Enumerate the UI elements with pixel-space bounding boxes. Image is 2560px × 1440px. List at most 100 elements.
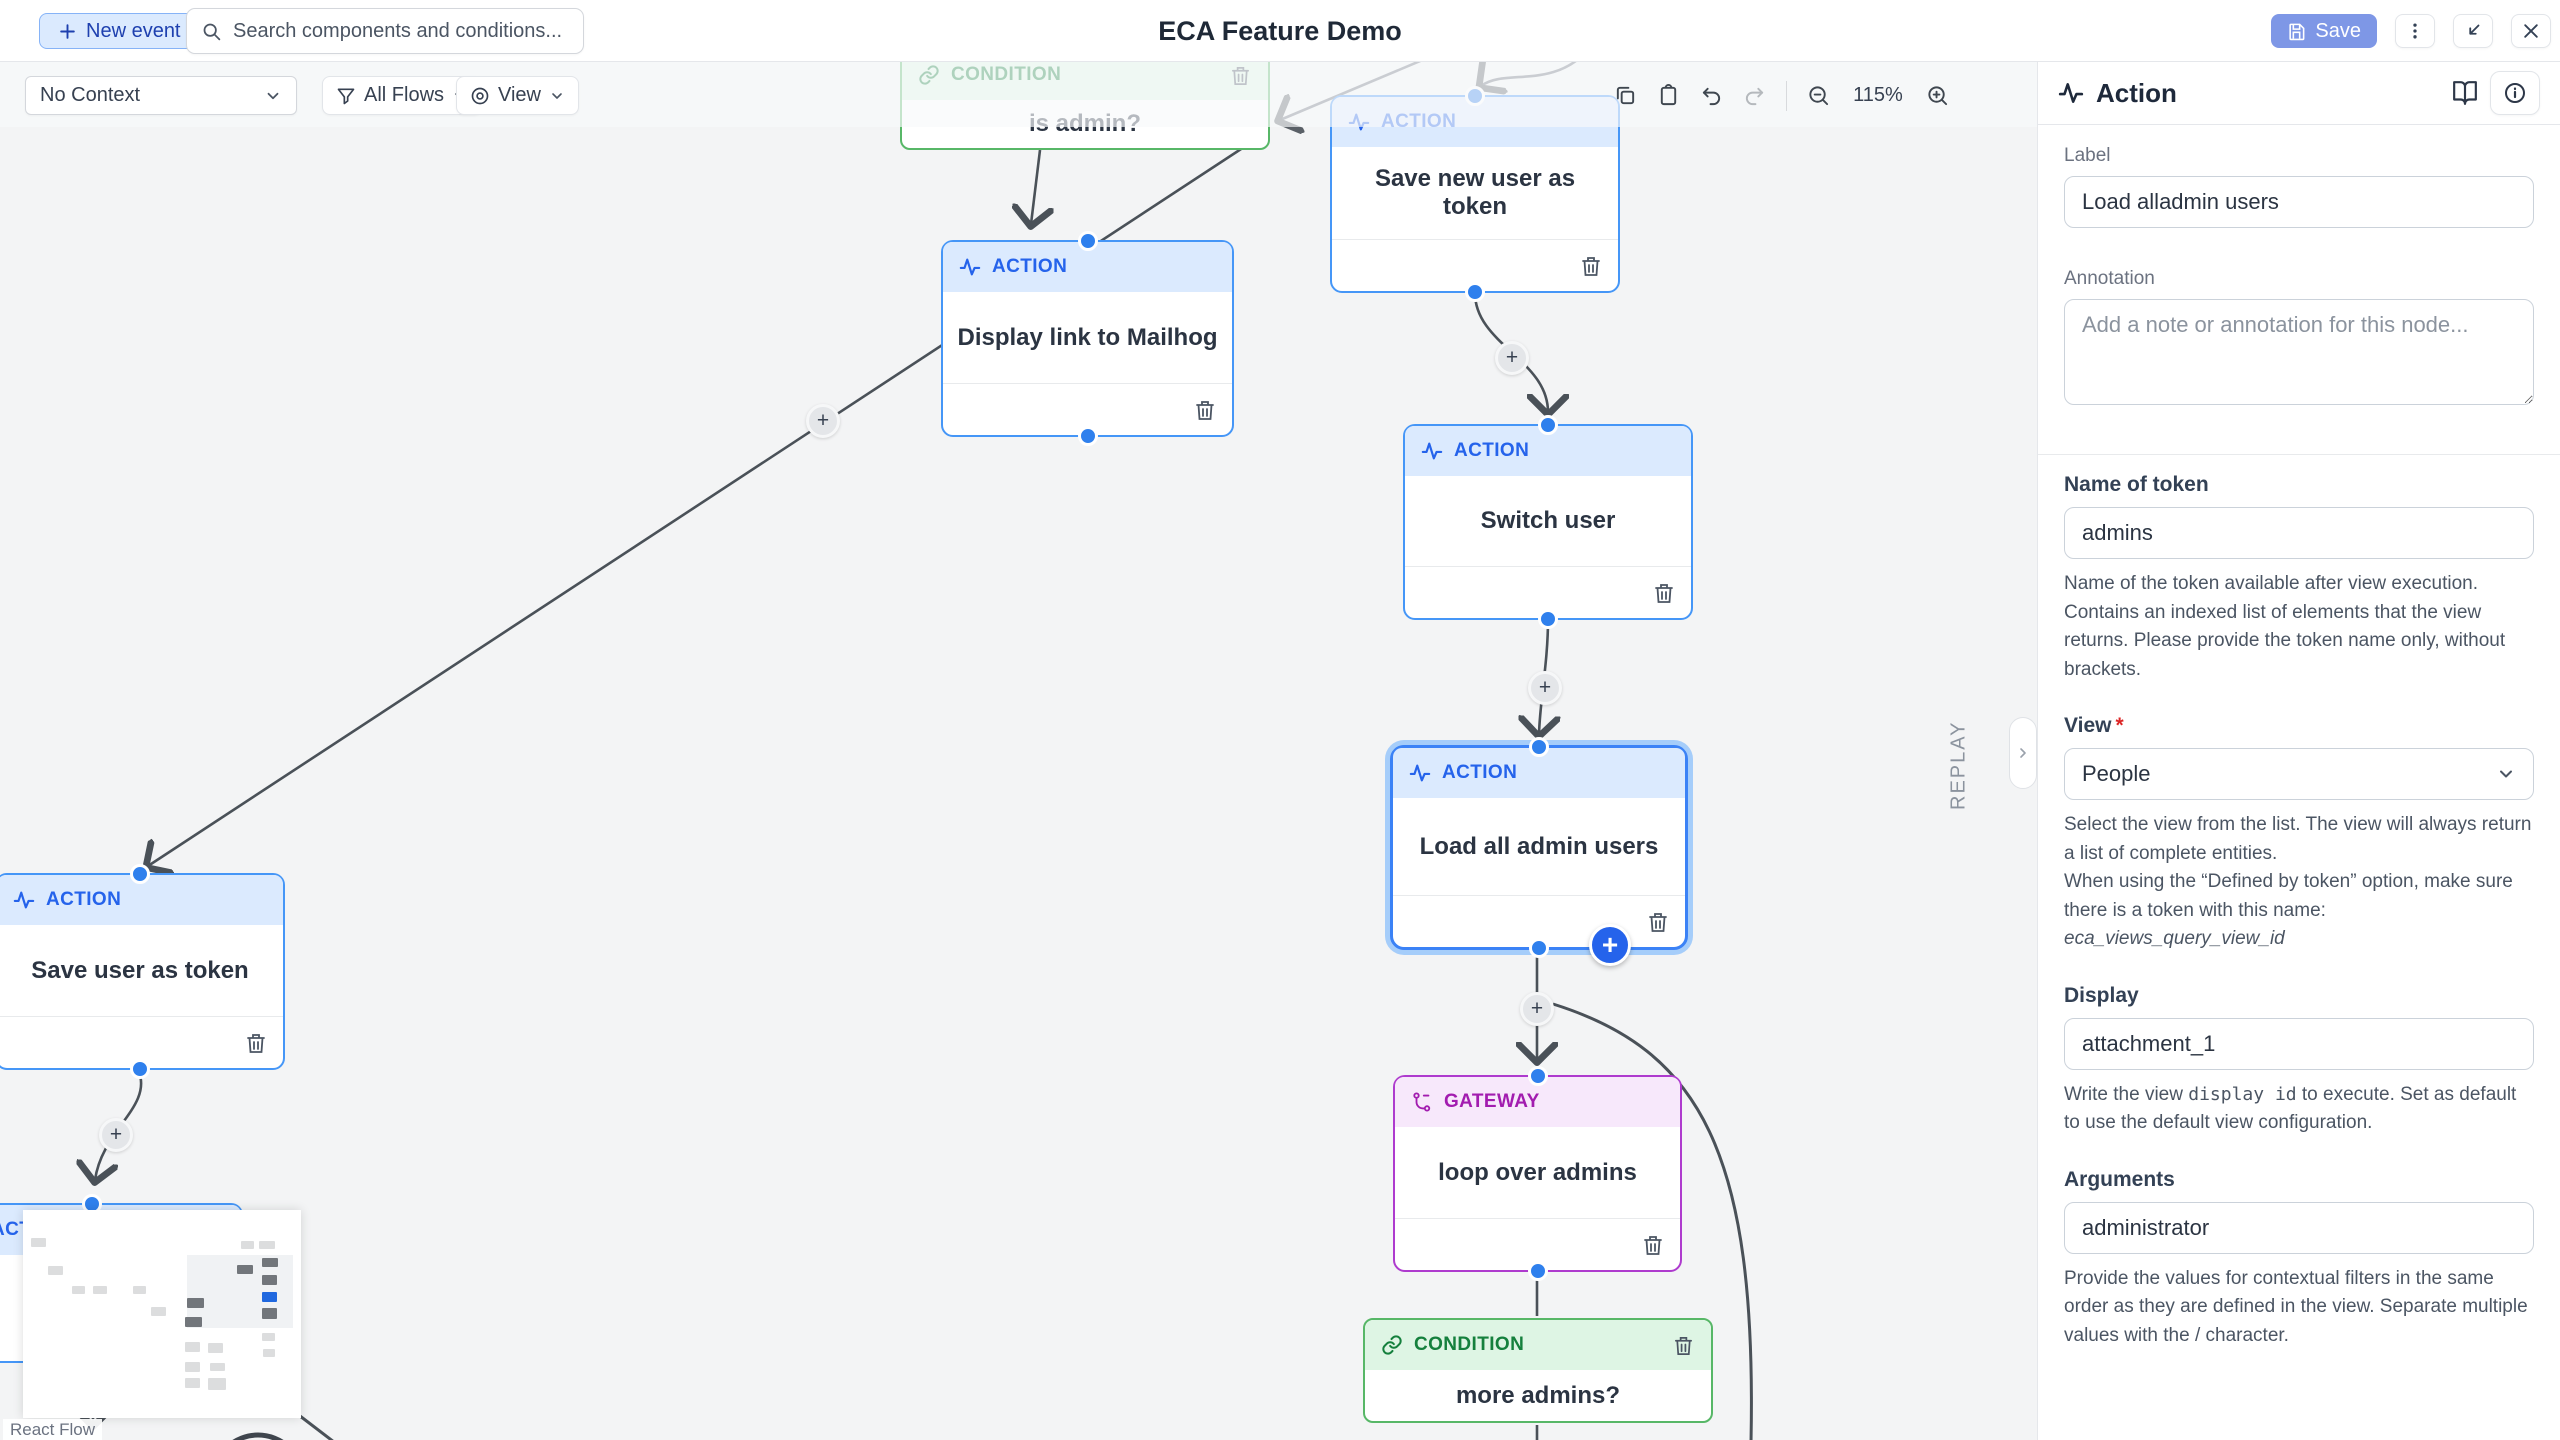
node-handle[interactable] <box>1527 1066 1548 1086</box>
add-connected-node-button[interactable]: + <box>1589 924 1631 966</box>
view-menu-button[interactable]: View <box>456 76 579 115</box>
documentation-button[interactable] <box>2452 80 2478 106</box>
node-handle[interactable] <box>1538 415 1558 435</box>
chevron-down-icon <box>267 92 279 99</box>
undo-icon <box>1702 87 1721 106</box>
token-input[interactable] <box>2064 507 2534 559</box>
trash-icon <box>1649 912 1667 932</box>
node-handle[interactable] <box>1529 737 1549 757</box>
token-help-text: Name of the token available after view e… <box>2064 573 2506 680</box>
paste-button[interactable] <box>1657 84 1680 107</box>
info-button[interactable] <box>2490 71 2540 115</box>
minimap-node <box>151 1307 166 1316</box>
new-event-button[interactable]: New event <box>39 13 200 49</box>
save-label: Save <box>2315 19 2361 42</box>
arguments-input[interactable] <box>2064 1201 2534 1254</box>
node-load-all-admin-users[interactable]: ACTION Load all admin users <box>1390 737 1688 958</box>
add-node-on-edge-button[interactable]: + <box>806 404 840 438</box>
label-field-group: Label <box>2064 145 2534 228</box>
link-icon <box>1382 1335 1402 1355</box>
view-select[interactable]: People <box>2064 748 2534 800</box>
node-more-admins[interactable]: CONDITION more admins? <box>1363 1318 1713 1423</box>
minimap-node <box>262 1333 275 1341</box>
node-handle[interactable] <box>1077 231 1098 251</box>
add-node-on-edge-button[interactable]: + <box>1520 992 1554 1026</box>
node-handle[interactable] <box>1077 426 1098 446</box>
context-select[interactable]: No Context <box>25 76 297 115</box>
panel-collapse-handle[interactable] <box>2009 717 2037 789</box>
app-header: New event ECA Feature Demo Save <box>0 0 2560 62</box>
more-options-button[interactable] <box>2395 14 2435 48</box>
delete-node-button[interactable] <box>1672 1334 1695 1357</box>
delete-node-button[interactable] <box>1579 254 1603 278</box>
copy-button[interactable] <box>1614 84 1637 107</box>
display-input[interactable] <box>2064 1017 2534 1070</box>
close-button[interactable] <box>2511 14 2551 48</box>
node-handle[interactable] <box>1538 609 1558 629</box>
node-handle[interactable] <box>130 864 150 884</box>
flows-filter-label: All Flows <box>364 84 445 106</box>
node-handle[interactable] <box>1527 1261 1548 1281</box>
display-help-text: Write the view display id to execute. Se… <box>2064 1083 2517 1134</box>
zoom-level: 115% <box>1853 84 1903 106</box>
kebab-icon <box>2413 23 2417 39</box>
zoom-out-button[interactable] <box>1807 84 1830 107</box>
event-node-partial <box>232 1432 284 1440</box>
edge <box>1552 1002 1753 1440</box>
node-handle[interactable] <box>130 1059 150 1079</box>
minimap-node <box>185 1342 200 1352</box>
trash-icon <box>1655 583 1673 603</box>
minimap-node <box>262 1308 277 1319</box>
section-divider <box>2038 454 2560 455</box>
add-node-on-edge-button[interactable]: + <box>1528 671 1562 705</box>
minimap-node <box>262 1275 277 1285</box>
delete-node-button[interactable] <box>1646 910 1670 934</box>
minimap-node <box>133 1286 146 1294</box>
redo-icon <box>1745 87 1764 106</box>
delete-node-button[interactable] <box>1652 581 1676 605</box>
display-field-group: Display Write the view display id to exe… <box>2064 984 2534 1138</box>
save-button[interactable]: Save <box>2271 14 2377 48</box>
minimap-node <box>93 1286 107 1294</box>
node-handle[interactable] <box>1529 938 1549 958</box>
node-title: Switch user <box>1480 507 1616 534</box>
delete-node-button[interactable] <box>1641 1233 1665 1257</box>
token-field-label: Name of token <box>2064 473 2209 496</box>
view-select-value: People <box>2082 761 2151 786</box>
node-display-mailhog[interactable]: ACTION Display link to Mailhog <box>941 231 1234 446</box>
flow-canvas[interactable]: CONDITION is admin? ACTION Save new user… <box>0 62 2037 1440</box>
delete-node-button[interactable] <box>1193 398 1217 422</box>
filter-icon <box>337 88 355 104</box>
undo-button[interactable] <box>1700 84 1723 107</box>
node-loop-over-admins[interactable]: GATEWAY loop over admins <box>1393 1066 1682 1281</box>
redo-button[interactable] <box>1743 84 1766 107</box>
node-switch-user[interactable]: ACTION Switch user <box>1403 415 1693 629</box>
node-type-label: GATEWAY <box>1444 1091 1540 1112</box>
zoom-in-button[interactable] <box>1926 84 1949 107</box>
search-input[interactable] <box>233 19 569 43</box>
node-type-label: CONDITION <box>1414 1334 1525 1355</box>
minimap-node <box>208 1378 226 1390</box>
context-select-value: No Context <box>40 84 141 106</box>
search-box[interactable] <box>186 8 584 54</box>
panel-header: Action <box>2038 62 2560 125</box>
delete-node-button[interactable] <box>244 1031 268 1055</box>
minimap-node <box>263 1349 275 1357</box>
replay-tab[interactable]: REPLAY <box>1947 720 1970 810</box>
add-node-on-edge-button[interactable]: + <box>99 1118 133 1152</box>
gateway-icon <box>1413 1092 1431 1112</box>
collapse-window-button[interactable] <box>2453 14 2493 48</box>
zoom-in-icon <box>1928 86 1948 106</box>
node-save-new-user[interactable]: ACTION Save new user as token <box>1330 86 1620 302</box>
trash-icon <box>1674 1336 1693 1355</box>
node-save-user-as-token[interactable]: ACTION Save user as token <box>0 864 285 1079</box>
add-node-on-edge-button[interactable]: + <box>1495 341 1529 375</box>
new-event-label: New event <box>86 19 181 42</box>
close-icon <box>2524 24 2538 38</box>
label-input[interactable] <box>2064 176 2534 228</box>
minimap-node <box>31 1238 46 1247</box>
node-handle[interactable] <box>1465 282 1485 302</box>
minimap-node <box>48 1266 63 1275</box>
minimap[interactable] <box>23 1210 301 1418</box>
annotation-textarea[interactable] <box>2064 299 2534 405</box>
